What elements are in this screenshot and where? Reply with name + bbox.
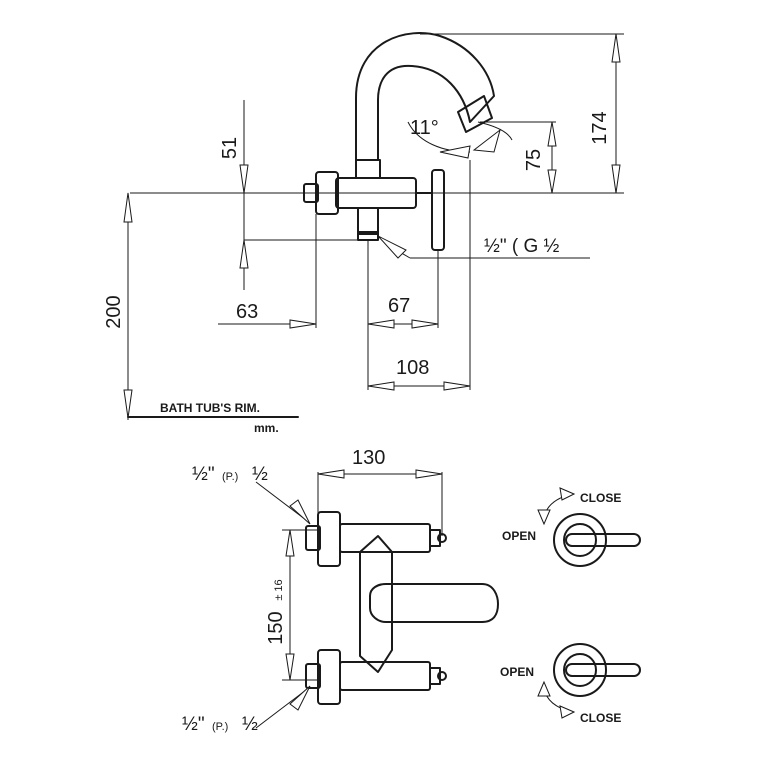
dim-67-text: 67 xyxy=(388,295,410,317)
dim-75-arrow-a xyxy=(547,121,557,147)
valve-upper: CLOSE OPEN xyxy=(502,487,641,567)
angle-text: 11° xyxy=(410,117,439,139)
dim-174-text: 174 xyxy=(589,111,611,144)
dim-174-arrow-a xyxy=(611,33,621,63)
valve-lower-open-label: OPEN xyxy=(500,665,534,679)
dim-108-arrow-b xyxy=(443,381,471,391)
dim-150-arrow-b xyxy=(285,653,295,681)
dim-63-text: 63 xyxy=(236,301,258,323)
upper-arm xyxy=(339,523,431,553)
upper-flange xyxy=(317,511,341,567)
thread-bottom-arrow xyxy=(289,685,311,711)
thread-bottom-leader xyxy=(255,689,307,729)
valve-lower-lever xyxy=(565,663,641,677)
dim-75-arrow-b xyxy=(547,169,557,194)
dim-150-arrow-a xyxy=(285,529,295,557)
dim-150-tolerance: ± 16 xyxy=(273,579,285,600)
valve-upper-outer xyxy=(553,513,607,567)
dim-200-text: 200 xyxy=(103,295,125,328)
spout-outline xyxy=(355,32,495,161)
lower-knob xyxy=(437,671,447,681)
thread-bottom-suffix: (P.) xyxy=(212,721,228,733)
thread-arrow xyxy=(377,235,407,259)
side-view: 51 174 75 11° ½" ( G ½ 200 63 67 xyxy=(103,32,624,435)
dim-130-text: 130 xyxy=(352,447,385,469)
thread-top-leader xyxy=(255,481,307,521)
valve-upper-lever xyxy=(565,533,641,547)
thread-text: ½" ( G ½ xyxy=(484,236,560,257)
valve-lower-outer xyxy=(553,643,607,697)
top-view: 130 150 ± 16 ½" (P.) ½ ½" (P.) ½ xyxy=(182,447,499,735)
dim-51-text: 51 xyxy=(219,137,241,159)
lower-flange xyxy=(317,649,341,705)
spout-tip xyxy=(457,95,493,133)
valve-lower: OPEN CLOSE xyxy=(500,643,641,725)
lower-cap xyxy=(429,667,441,685)
rim-label: BATH TUB'S RIM. xyxy=(160,401,260,415)
dim-63-arrow xyxy=(289,319,317,329)
dim-67-arrow-a xyxy=(367,319,395,329)
thread-top-suffix: (P.) xyxy=(222,471,238,483)
valve-lower-close-arrow xyxy=(559,705,576,719)
valve-lower-inner xyxy=(563,653,597,687)
valve-upper-open-label: OPEN xyxy=(502,529,536,543)
valve-lower-close-label: CLOSE xyxy=(580,711,621,725)
dim-130-arrow-a xyxy=(317,469,345,479)
dim-174-arrow-b xyxy=(611,164,621,194)
dim-150-text: 150 xyxy=(265,611,287,644)
dim-200-arrow-a xyxy=(123,192,133,223)
lower-arm xyxy=(339,661,431,691)
thread-bottom-end: ½ xyxy=(242,714,258,735)
angle-arrow xyxy=(439,145,471,159)
dim-75-text: 75 xyxy=(523,149,545,171)
dim-108-text: 108 xyxy=(396,357,429,379)
dim-200-arrow-b xyxy=(123,389,133,419)
body-neck xyxy=(355,159,381,179)
valve-upper-close-arrow xyxy=(559,487,576,501)
dim-108-arrow-a xyxy=(367,381,395,391)
thread-top-end: ½ xyxy=(252,464,268,485)
upper-cap xyxy=(429,529,441,547)
outlet-stub xyxy=(357,207,379,235)
lower-nut xyxy=(305,663,321,689)
dim-67-arrow-b xyxy=(411,319,439,329)
upper-nut xyxy=(305,525,321,551)
upper-knob xyxy=(437,533,447,543)
valve-upper-open-arrow xyxy=(537,509,551,526)
thread-bottom-text: ½" xyxy=(182,714,205,735)
connector-body xyxy=(359,535,393,673)
dim-51-arrow-a xyxy=(239,164,249,194)
dim-130-arrow-b xyxy=(415,469,443,479)
thread-top-text: ½" xyxy=(192,464,215,485)
thread-top-arrow xyxy=(289,499,311,525)
valve-upper-close-label: CLOSE xyxy=(580,491,621,505)
valve-lower-open-arrow xyxy=(537,680,551,697)
side-handle xyxy=(431,169,445,251)
valve-upper-inner xyxy=(563,523,597,557)
top-spout xyxy=(369,583,499,623)
spray-arrow xyxy=(472,128,501,153)
dim-51-arrow-b xyxy=(239,239,249,269)
unit-label: mm. xyxy=(254,421,279,435)
